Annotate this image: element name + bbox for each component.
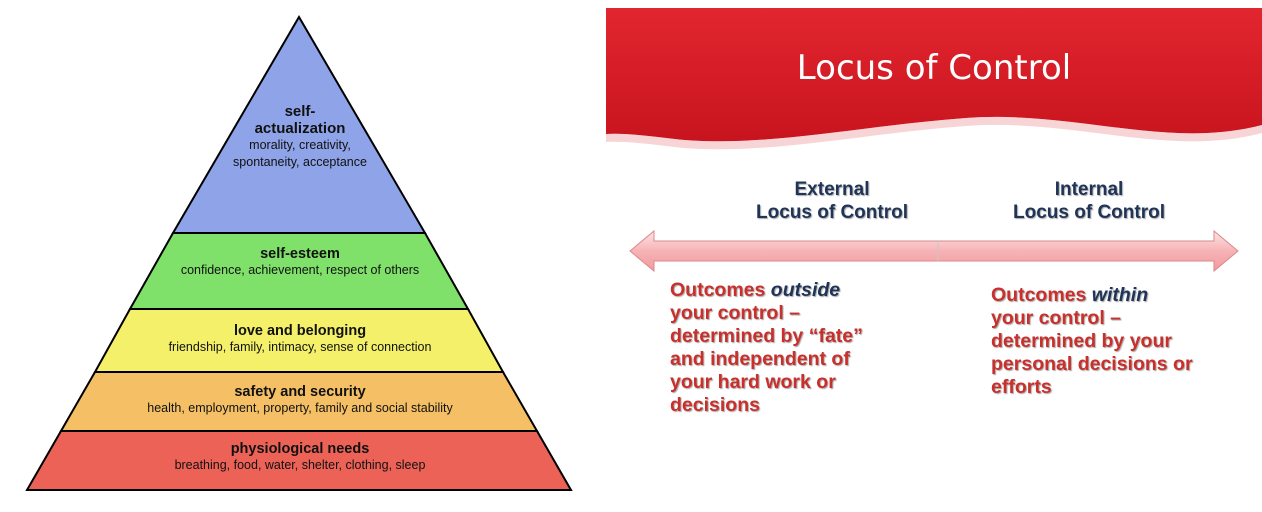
- outcome-line-text: Outcomes: [670, 279, 771, 301]
- outcome-line: efforts: [991, 376, 1052, 398]
- outcome-line: Outcomes within: [991, 284, 1193, 307]
- pyramid-level-physiological: [25, 430, 573, 491]
- outcome-line: your hard work or: [670, 371, 836, 393]
- outcome-line: determined by “fate”: [670, 325, 863, 347]
- level-description: health, employment, property, family and…: [147, 401, 453, 415]
- outcome-line: determined by your: [991, 330, 1172, 352]
- external-label: Locus of Control: [756, 202, 908, 223]
- outcome-line: your control –: [991, 307, 1122, 329]
- outcome-line: personal decisions or: [991, 353, 1193, 375]
- level-description: breathing, food, water, shelter, clothin…: [174, 458, 426, 472]
- level-text-self-esteem: self-esteem confidence, achievement, res…: [110, 246, 490, 279]
- internal-label: Locus of Control: [1013, 202, 1165, 223]
- outcome-emphasis: outside: [770, 279, 841, 301]
- level-text-self-actualization: self- actualization morality, creativity…: [175, 103, 425, 171]
- slide-title: Locus of Control: [796, 48, 1072, 88]
- level-description: morality, creativity,: [249, 138, 351, 152]
- level-text-physiological: physiological needs breathing, food, wat…: [70, 441, 530, 474]
- outcome-line: decisions: [670, 394, 760, 416]
- level-name: self-: [284, 103, 316, 120]
- outcome-line: your control –: [670, 302, 801, 324]
- locus-of-control-slide: Locus of Control External Locus of Contr…: [606, 0, 1262, 512]
- level-text-safety-security: safety and security health, employment, …: [80, 384, 520, 417]
- maslow-pyramid: self- actualization morality, creativity…: [0, 0, 600, 512]
- level-description: spontaneity, acceptance: [233, 155, 367, 169]
- level-text-love-belonging: love and belonging friendship, family, i…: [80, 323, 520, 356]
- internal-outcome-text: Outcomes within your control – determine…: [991, 284, 1193, 399]
- external-label: External: [794, 179, 870, 200]
- internal-label: Internal: [1054, 179, 1124, 200]
- double-arrow: [629, 229, 1239, 273]
- external-outcome-text: Outcomes outside your control – determin…: [670, 279, 863, 417]
- level-name: love and belonging: [233, 323, 367, 339]
- title-banner: [606, 8, 1262, 150]
- level-name: self-esteem: [260, 246, 340, 262]
- level-name: actualization: [254, 120, 346, 137]
- double-arrow-shape: [629, 229, 1239, 273]
- level-description: confidence, achievement, respect of othe…: [180, 263, 420, 277]
- outcome-line: Outcomes outside: [670, 279, 863, 302]
- pyramid-graphic: [25, 15, 573, 491]
- outcome-emphasis: within: [1091, 284, 1149, 306]
- outcome-line: and independent of: [670, 348, 850, 370]
- level-description: friendship, family, intimacy, sense of c…: [168, 340, 432, 354]
- outcome-line-text: Outcomes: [991, 284, 1092, 306]
- level-name: safety and security: [234, 384, 366, 400]
- level-name: physiological needs: [230, 441, 370, 457]
